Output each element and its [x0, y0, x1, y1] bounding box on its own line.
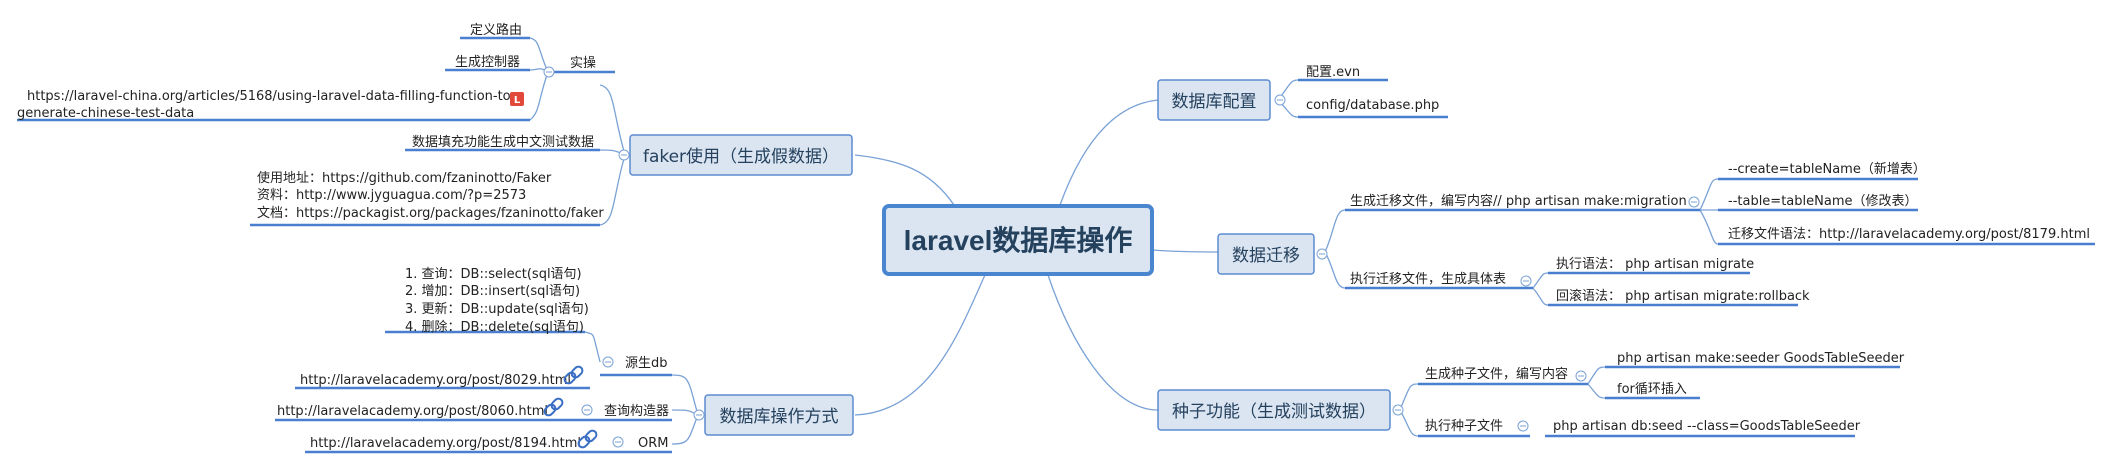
faker-fill-chinese-data: 数据填充功能生成中文测试数据 — [412, 134, 594, 150]
ops-builder-label: 查询构造器 — [604, 404, 669, 419]
ops-raw-list-insert: 2. 增加：DB::insert(sql语句) — [405, 284, 580, 299]
seed-gen-label: 生成种子文件，编写内容 — [1425, 366, 1568, 382]
config-item-database: config/database.php — [1306, 98, 1439, 113]
faker-article-link-line1[interactable]: https://laravel-china.org/articles/5168/… — [27, 89, 516, 104]
ops-orm-label: ORM — [638, 436, 668, 451]
ops-raw-list-delete: 4. 删除：DB::delete(sql语句) — [405, 320, 584, 335]
ops-raw-list-select: 1. 查询：DB::select(sql语句) — [405, 267, 582, 282]
svg-text:L: L — [514, 95, 521, 106]
migration-create: --create=tableName（新增表） — [1728, 161, 1926, 177]
migration-gen-label: 生成迁移文件，编写内容// php artisan make:migration — [1350, 193, 1687, 209]
link-icon[interactable] — [563, 365, 584, 385]
migration-syntax-link[interactable]: 迁移文件语法：http://laravelacademy.org/post/81… — [1728, 227, 2090, 242]
branch-migration[interactable]: 数据迁移 — [1217, 233, 1315, 275]
connector-ops — [854, 274, 986, 416]
seed-exec-label: 执行种子文件 — [1425, 419, 1503, 434]
faker-practice-label: 实操 — [570, 55, 596, 71]
connector-seed-gen-children — [1587, 366, 1606, 399]
faker-generate-controller: 生成控制器 — [455, 55, 520, 70]
ops-raw-label: 源生db — [625, 356, 668, 371]
connector-seed — [1047, 274, 1159, 411]
link-icon[interactable] — [577, 429, 598, 449]
seed-exec-command: php artisan db:seed --class=GoodsTableSe… — [1553, 419, 1861, 434]
connector-faker-practice-children — [529, 37, 549, 121]
connector-ops-raw-children — [584, 331, 601, 363]
migration-exec-run: 执行语法： php artisan migrate — [1556, 257, 1754, 272]
faker-docs-url: 文档：https://packagist.org/packages/fzanin… — [257, 206, 604, 221]
connector-seed-children — [1399, 383, 1419, 437]
connector-migration-gen-children — [1699, 178, 1719, 245]
branch-faker[interactable]: faker使用（生成假数据） — [629, 134, 853, 176]
central-title: laravel数据库操作 — [904, 225, 1133, 256]
ops-raw-list-update: 3. 更新：DB::update(sql语句) — [405, 301, 589, 317]
connector-migration-exec-children — [1532, 272, 1549, 306]
branch-ops[interactable]: 数据库操作方式 — [704, 394, 854, 436]
underlines — [17, 36, 2095, 454]
migration-exec-rollback: 回滚语法： php artisan migrate:rollback — [1556, 288, 1810, 304]
seed-for-loop: for循环插入 — [1617, 382, 1687, 397]
ops-orm-url[interactable]: http://laravelacademy.org/post/8194.html — [310, 436, 581, 451]
migration-exec-label: 执行迁移文件，生成具体表 — [1350, 272, 1506, 287]
connector-config — [1059, 99, 1159, 206]
central-node[interactable]: laravel数据库操作 — [882, 204, 1154, 276]
branch-config-title: 数据库配置 — [1172, 92, 1257, 112]
migration-table: --table=tableName（修改表） — [1728, 194, 1917, 209]
connector-faker — [854, 154, 955, 206]
connector-ops-children — [671, 374, 699, 445]
faker-usage-url: 使用地址：https://github.com/fzaninotto/Faker — [257, 170, 552, 186]
connector-migration-children — [1324, 209, 1346, 289]
branch-seed[interactable]: 种子功能（生成测试数据） — [1157, 389, 1391, 431]
link-icon[interactable] — [543, 397, 564, 417]
branch-seed-title: 种子功能（生成测试数据） — [1172, 402, 1376, 422]
branch-migration-title: 数据迁移 — [1232, 246, 1300, 266]
branch-ops-title: 数据库操作方式 — [720, 407, 839, 427]
faker-define-route: 定义路由 — [470, 22, 522, 38]
link-badge-icon[interactable]: L — [510, 92, 524, 106]
ops-builder-url[interactable]: http://laravelacademy.org/post/8060.html — [277, 404, 548, 419]
branch-config[interactable]: 数据库配置 — [1157, 79, 1271, 121]
ops-raw-url[interactable]: http://laravelacademy.org/post/8029.html — [300, 373, 571, 388]
branch-faker-title: faker使用（生成假数据） — [643, 146, 839, 167]
faker-article-link-line2[interactable]: generate-chinese-test-data — [17, 106, 194, 121]
seed-make-command: php artisan make:seeder GoodsTableSeeder — [1617, 351, 1905, 366]
config-item-env: 配置.evn — [1306, 65, 1360, 80]
connector-migration — [1151, 249, 1219, 253]
faker-reference-url: 资料：http://www.jyguagua.com/?p=2573 — [257, 188, 526, 203]
